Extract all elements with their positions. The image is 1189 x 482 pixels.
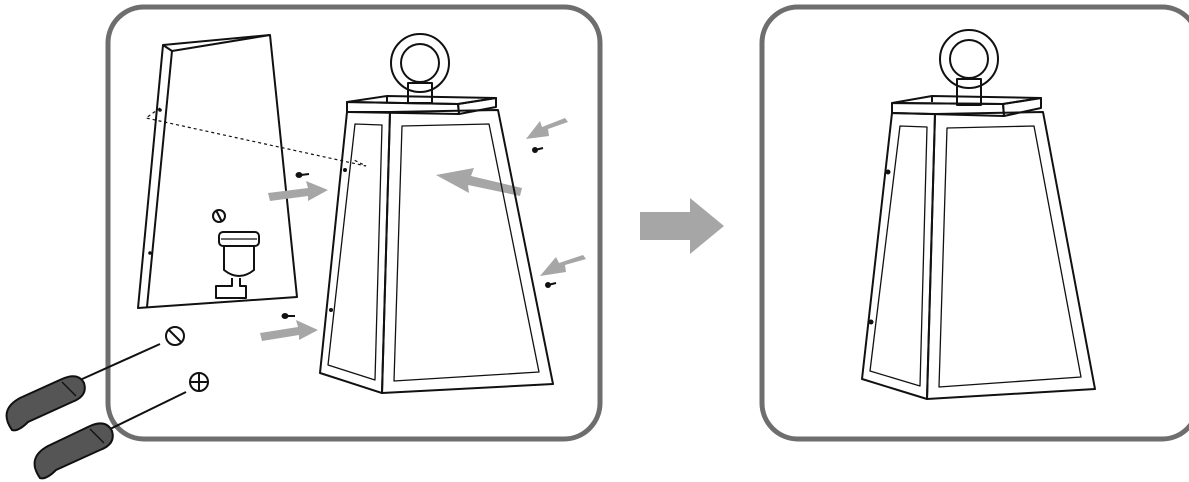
direction-arrow bbox=[526, 118, 568, 139]
phillips-head-icon bbox=[189, 372, 209, 392]
screw-icon bbox=[545, 282, 557, 288]
back-panel bbox=[137, 34, 298, 309]
direction-arrow bbox=[540, 255, 586, 276]
screw-icon bbox=[281, 313, 295, 319]
result-panel-frame bbox=[759, 4, 1189, 442]
slotted-screw-icon bbox=[212, 209, 226, 223]
direction-arrow bbox=[268, 181, 328, 201]
step-panel-frame bbox=[105, 4, 603, 442]
direction-arrow bbox=[260, 320, 318, 341]
lamp-socket bbox=[215, 231, 260, 299]
phillips-screwdriver bbox=[33, 391, 187, 480]
screw-icon bbox=[295, 172, 310, 178]
lantern-body bbox=[319, 33, 554, 394]
direction-arrow bbox=[436, 168, 522, 196]
alignment-guide bbox=[144, 107, 367, 167]
slotted-screwdriver bbox=[5, 343, 161, 432]
assembled-lantern bbox=[861, 29, 1096, 400]
screw-icon bbox=[532, 147, 544, 153]
next-step-arrow bbox=[640, 198, 724, 254]
slotted-head-icon bbox=[165, 326, 185, 346]
